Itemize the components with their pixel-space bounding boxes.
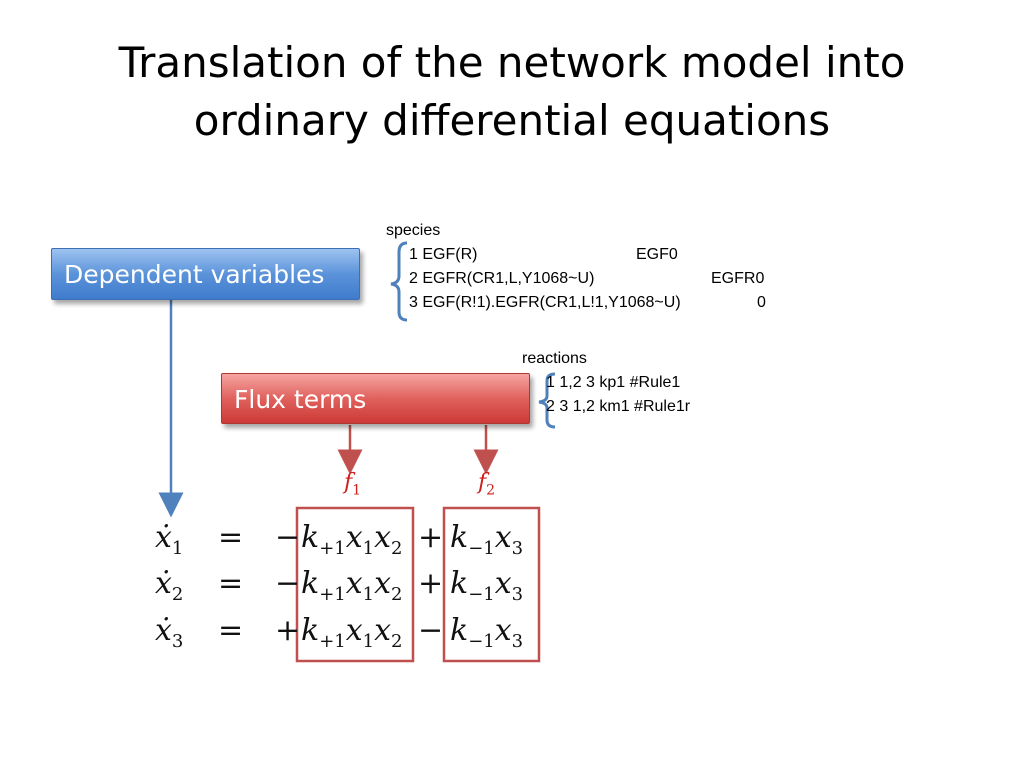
species-2-name: 2 EGFR(CR1,L,Y1068~U) bbox=[409, 270, 595, 287]
reactions-header: reactions bbox=[522, 350, 587, 367]
eq-term2-1: k−1x3 bbox=[450, 520, 524, 559]
eq-sign1-1: − bbox=[275, 520, 301, 555]
flux-label-f2: f2 bbox=[478, 470, 496, 499]
eq-term1-3: k+1x1x2 bbox=[301, 613, 403, 652]
eq-term1-1: k+1x1x2 bbox=[301, 520, 403, 559]
species-3-name: 3 EGF(R!1).EGFR(CR1,L!1,Y1068~U) bbox=[409, 294, 681, 311]
slide-title: Translation of the network model into or… bbox=[0, 34, 1024, 150]
eq-sign2-1: + bbox=[418, 520, 444, 555]
eq-term2-2: k−1x3 bbox=[450, 566, 524, 605]
reactions-brace bbox=[538, 372, 556, 429]
eq-sign1-2: − bbox=[275, 566, 301, 601]
eq-equals-3: = bbox=[218, 613, 244, 648]
title-line-1: Translation of the network model into bbox=[118, 38, 906, 87]
eq-lhs-1: ẋ1 bbox=[155, 520, 184, 559]
reaction-2: 2 3 1,2 km1 #Rule1r bbox=[546, 398, 691, 415]
title-line-2: ordinary differential equations bbox=[193, 96, 831, 145]
species-2-value: EGFR0 bbox=[711, 270, 765, 287]
species-brace bbox=[390, 241, 408, 322]
species-header: species bbox=[386, 222, 441, 239]
eq-sign1-3: + bbox=[275, 613, 301, 648]
eq-sign2-3: − bbox=[418, 613, 444, 648]
species-3-value: 0 bbox=[757, 294, 766, 311]
eq-equals-2: = bbox=[218, 566, 244, 601]
f2-highlight-box bbox=[442, 506, 541, 663]
eq-term1-2: k+1x1x2 bbox=[301, 566, 403, 605]
reaction-1: 1 1,2 3 kp1 #Rule1 bbox=[546, 374, 681, 391]
species-1-name: 1 EGF(R) bbox=[409, 246, 478, 263]
eq-sign2-2: + bbox=[418, 566, 444, 601]
dependent-variables-box: Dependent variables bbox=[51, 248, 360, 300]
species-1-value: EGF0 bbox=[636, 246, 678, 263]
eq-lhs-3: ẋ3 bbox=[155, 613, 184, 652]
eq-equals-1: = bbox=[218, 520, 244, 555]
eq-term2-3: k−1x3 bbox=[450, 613, 524, 652]
flux-label-f1: f1 bbox=[344, 470, 362, 499]
eq-lhs-2: ẋ2 bbox=[155, 566, 184, 605]
flux-terms-box: Flux terms bbox=[221, 373, 530, 424]
f1-highlight-box bbox=[295, 506, 415, 663]
